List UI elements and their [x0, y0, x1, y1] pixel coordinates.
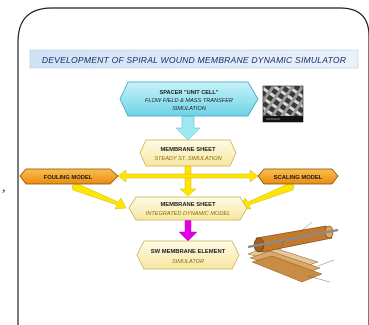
fouling-label: FOULING MODEL: [44, 175, 93, 181]
arrow-fouling-to-integrated: [71, 182, 127, 210]
box-membrane-sheet-steady: [139, 139, 237, 167]
element-line-1: SW MEMBRANE ELEMENT: [151, 249, 226, 255]
integrated-line-2: INTEGRATED DYNAMIC MODEL: [146, 211, 230, 217]
side-comma: ,: [2, 180, 6, 195]
spacer-line-3: SIMULATION: [172, 106, 207, 112]
spacer-line-2: FLOW FIELD & MASS TRANSFER: [145, 98, 233, 104]
box-scaling-model: [257, 168, 339, 185]
slide-frame: [17, 7, 369, 325]
box-fouling-model: [19, 168, 119, 185]
element-line-2: SIMULATOR: [172, 259, 204, 265]
spiral-wound-element-image: [247, 221, 339, 283]
scaling-label: SCALING MODEL: [274, 175, 323, 181]
title-banner-text: DEVELOPMENT OF SPIRAL WOUND MEMBRANE DYN…: [42, 55, 346, 65]
membrane-steady-line-1: MEMBRANE SHEET: [160, 147, 216, 153]
title-banner: [29, 49, 359, 69]
box-sw-element-simulator: [136, 240, 240, 270]
arrow-membrane-to-integrated: [179, 165, 197, 197]
integrated-line-1: MEMBRANE SHEET: [160, 202, 216, 208]
arrow-scaling-to-integrated: [239, 182, 295, 210]
spacer-line-1: SPACER "UNIT CELL": [160, 90, 219, 96]
box-membrane-sheet-integrated: [128, 196, 248, 221]
box-spacer-unit-cell: [119, 81, 259, 117]
membrane-steady-line-2: STEADY ST. SIMULATION: [154, 156, 222, 162]
arrow-integrated-to-element: [178, 219, 198, 242]
arrow-spacer-to-membrane: [175, 115, 201, 141]
